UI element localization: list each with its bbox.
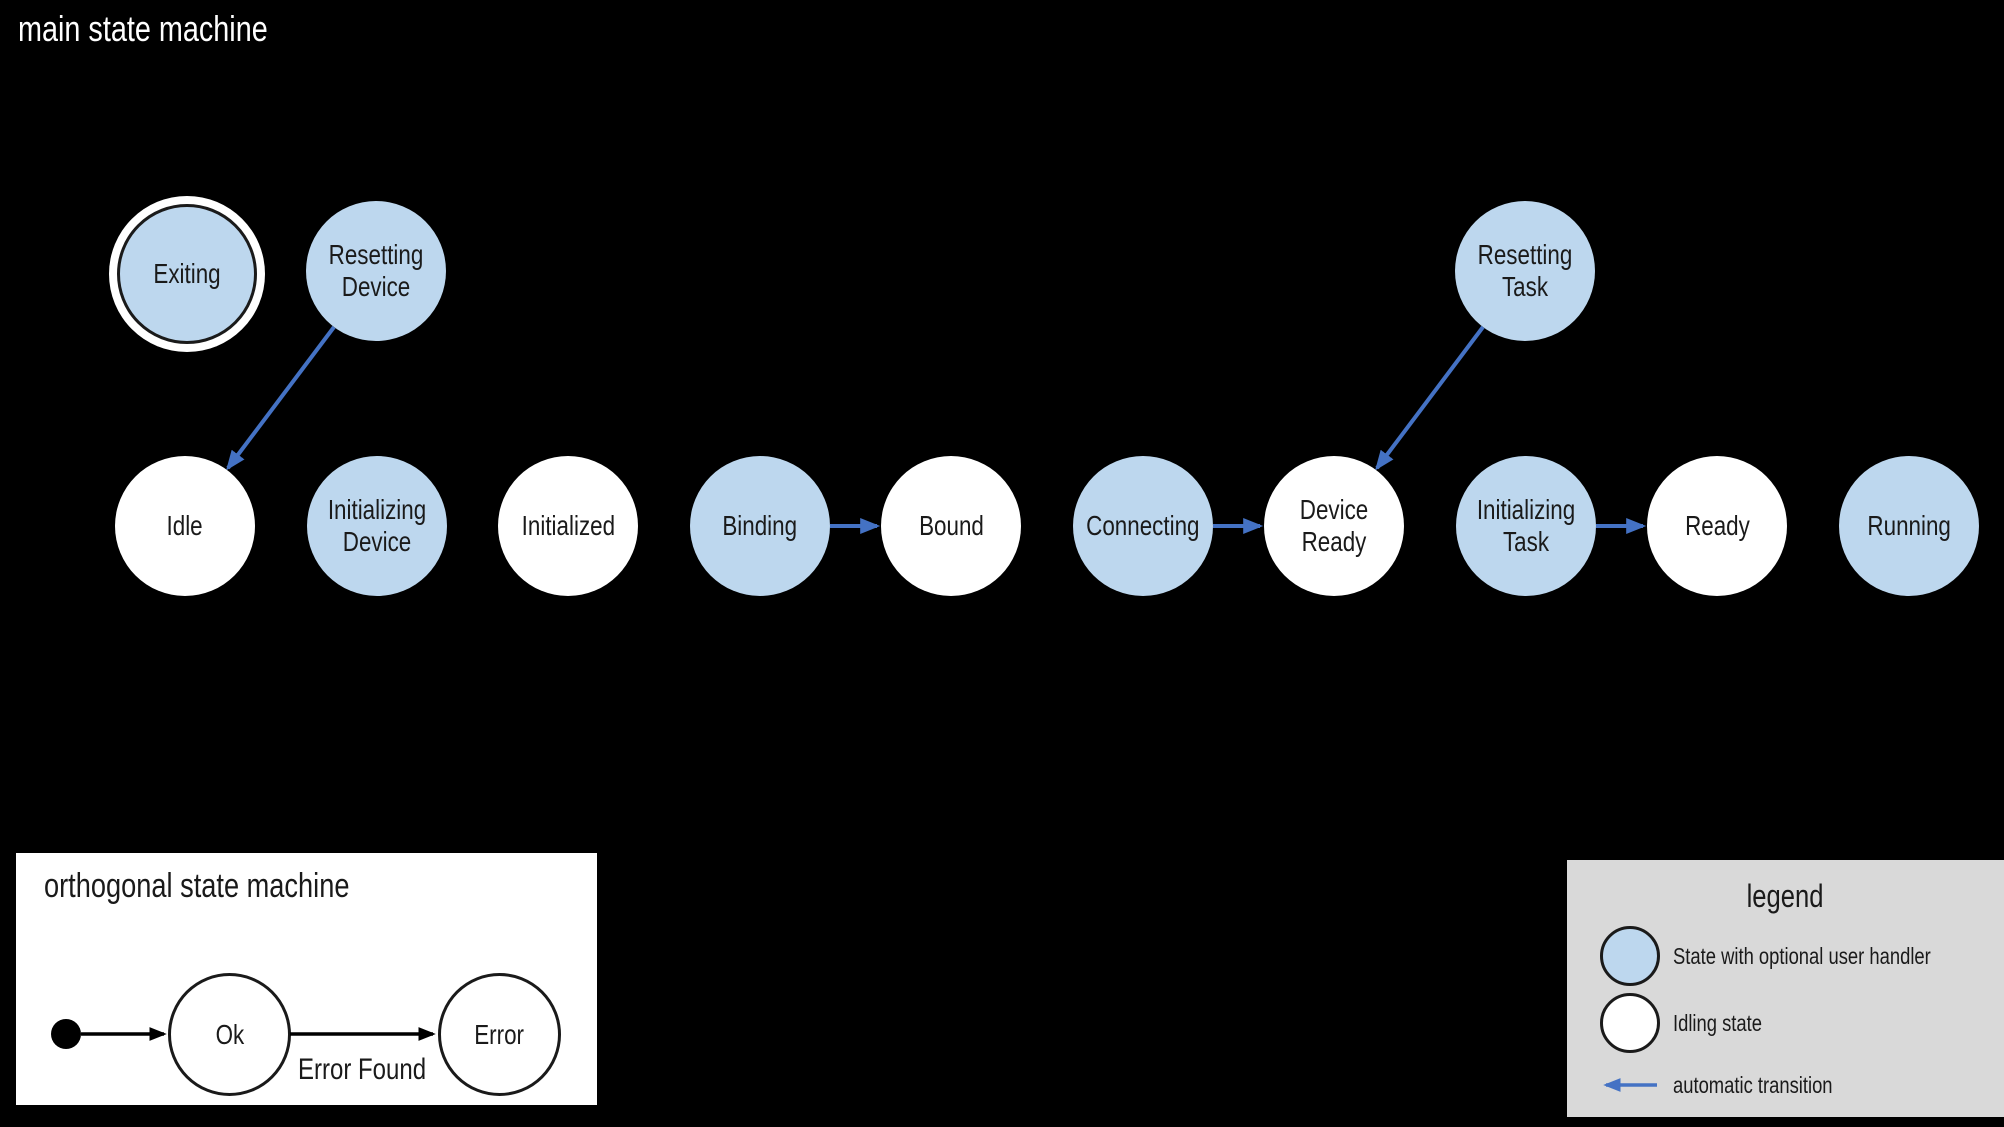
legend-handler-state-circle (1600, 926, 1660, 986)
state-circle-resetting-task: Resetting Task (1455, 201, 1595, 341)
state-circle-initialized: Initialized (498, 456, 638, 596)
state-label-connecting: Connecting (1086, 509, 1200, 541)
state-label-binding: Binding (722, 509, 798, 541)
state-label-exiting: Exiting (153, 257, 221, 289)
state-circle-ok: Ok (168, 973, 291, 1096)
legend-item-automatic-transition-text: automatic transition (1673, 1072, 1833, 1098)
state-label-ok: Ok (215, 1018, 244, 1050)
state-label-ready: Ready (1684, 509, 1750, 541)
state-circle-error: Error (438, 973, 561, 1096)
state-circle-bound: Bound (881, 456, 1021, 596)
state-circle-initializing-task: Initializing Task (1456, 456, 1596, 596)
orthogonal-state-machine-title: orthogonal state machine (44, 867, 426, 906)
state-circle-initializing-device: Initializing Device (307, 456, 447, 596)
main-state-machine-title-text: main state machine (18, 8, 268, 49)
state-circle-connecting: Connecting (1073, 456, 1213, 596)
state-circle-binding: Binding (690, 456, 830, 596)
legend-item-handler-state-text: State with optional user handler (1673, 943, 1931, 969)
legend-title-text: legend (1747, 878, 1824, 914)
state-label-running: Running (1867, 509, 1951, 541)
transition-arrow-resetting-device-to-idle (226, 325, 336, 471)
main-state-machine-title: main state machine (18, 8, 330, 50)
state-circle-idle: Idle (115, 456, 255, 596)
state-label-initializing-device: Initializing Device (327, 493, 427, 557)
state-label-bound: Bound (918, 509, 984, 541)
orthogonal-state-machine-title-text: orthogonal state machine (44, 867, 350, 905)
state-label-resetting-device: Resetting Device (328, 238, 424, 302)
transition-label-error-found-text: Error Found (297, 1053, 427, 1086)
state-label-error: Error (474, 1018, 525, 1050)
legend-item-idling-state-text: Idling state (1673, 1010, 1762, 1036)
state-label-resetting-task: Resetting Task (1477, 238, 1573, 302)
legend-panel: legend State with optional user handler … (1567, 860, 2004, 1117)
legend-item-idling-state: Idling state (1673, 1008, 1784, 1038)
transition-label-error-found: Error Found (262, 1053, 462, 1087)
state-circle-resetting-device: Resetting Device (306, 201, 446, 341)
legend-item-automatic-transition: automatic transition (1673, 1070, 1872, 1100)
transition-arrow-resetting-task-to-device-ready (1375, 325, 1485, 471)
state-circle-device-ready: Device Ready (1264, 456, 1404, 596)
initial-state-dot (51, 1019, 81, 1049)
legend-title: legend (1567, 878, 2004, 915)
legend-idling-state-circle (1600, 993, 1660, 1053)
state-label-initialized: Initialized (521, 509, 615, 541)
state-label-initializing-task: Initializing Task (1476, 493, 1576, 557)
state-circle-ready: Ready (1647, 456, 1787, 596)
orthogonal-state-machine-panel: orthogonal state machine Ok Error Error … (16, 853, 597, 1105)
state-label-idle: Idle (166, 509, 204, 541)
state-circle-running: Running (1839, 456, 1979, 596)
state-label-device-ready: Device Ready (1299, 493, 1369, 557)
legend-item-handler-state: State with optional user handler (1673, 941, 1995, 971)
state-circle-exiting: Exiting (117, 204, 257, 344)
